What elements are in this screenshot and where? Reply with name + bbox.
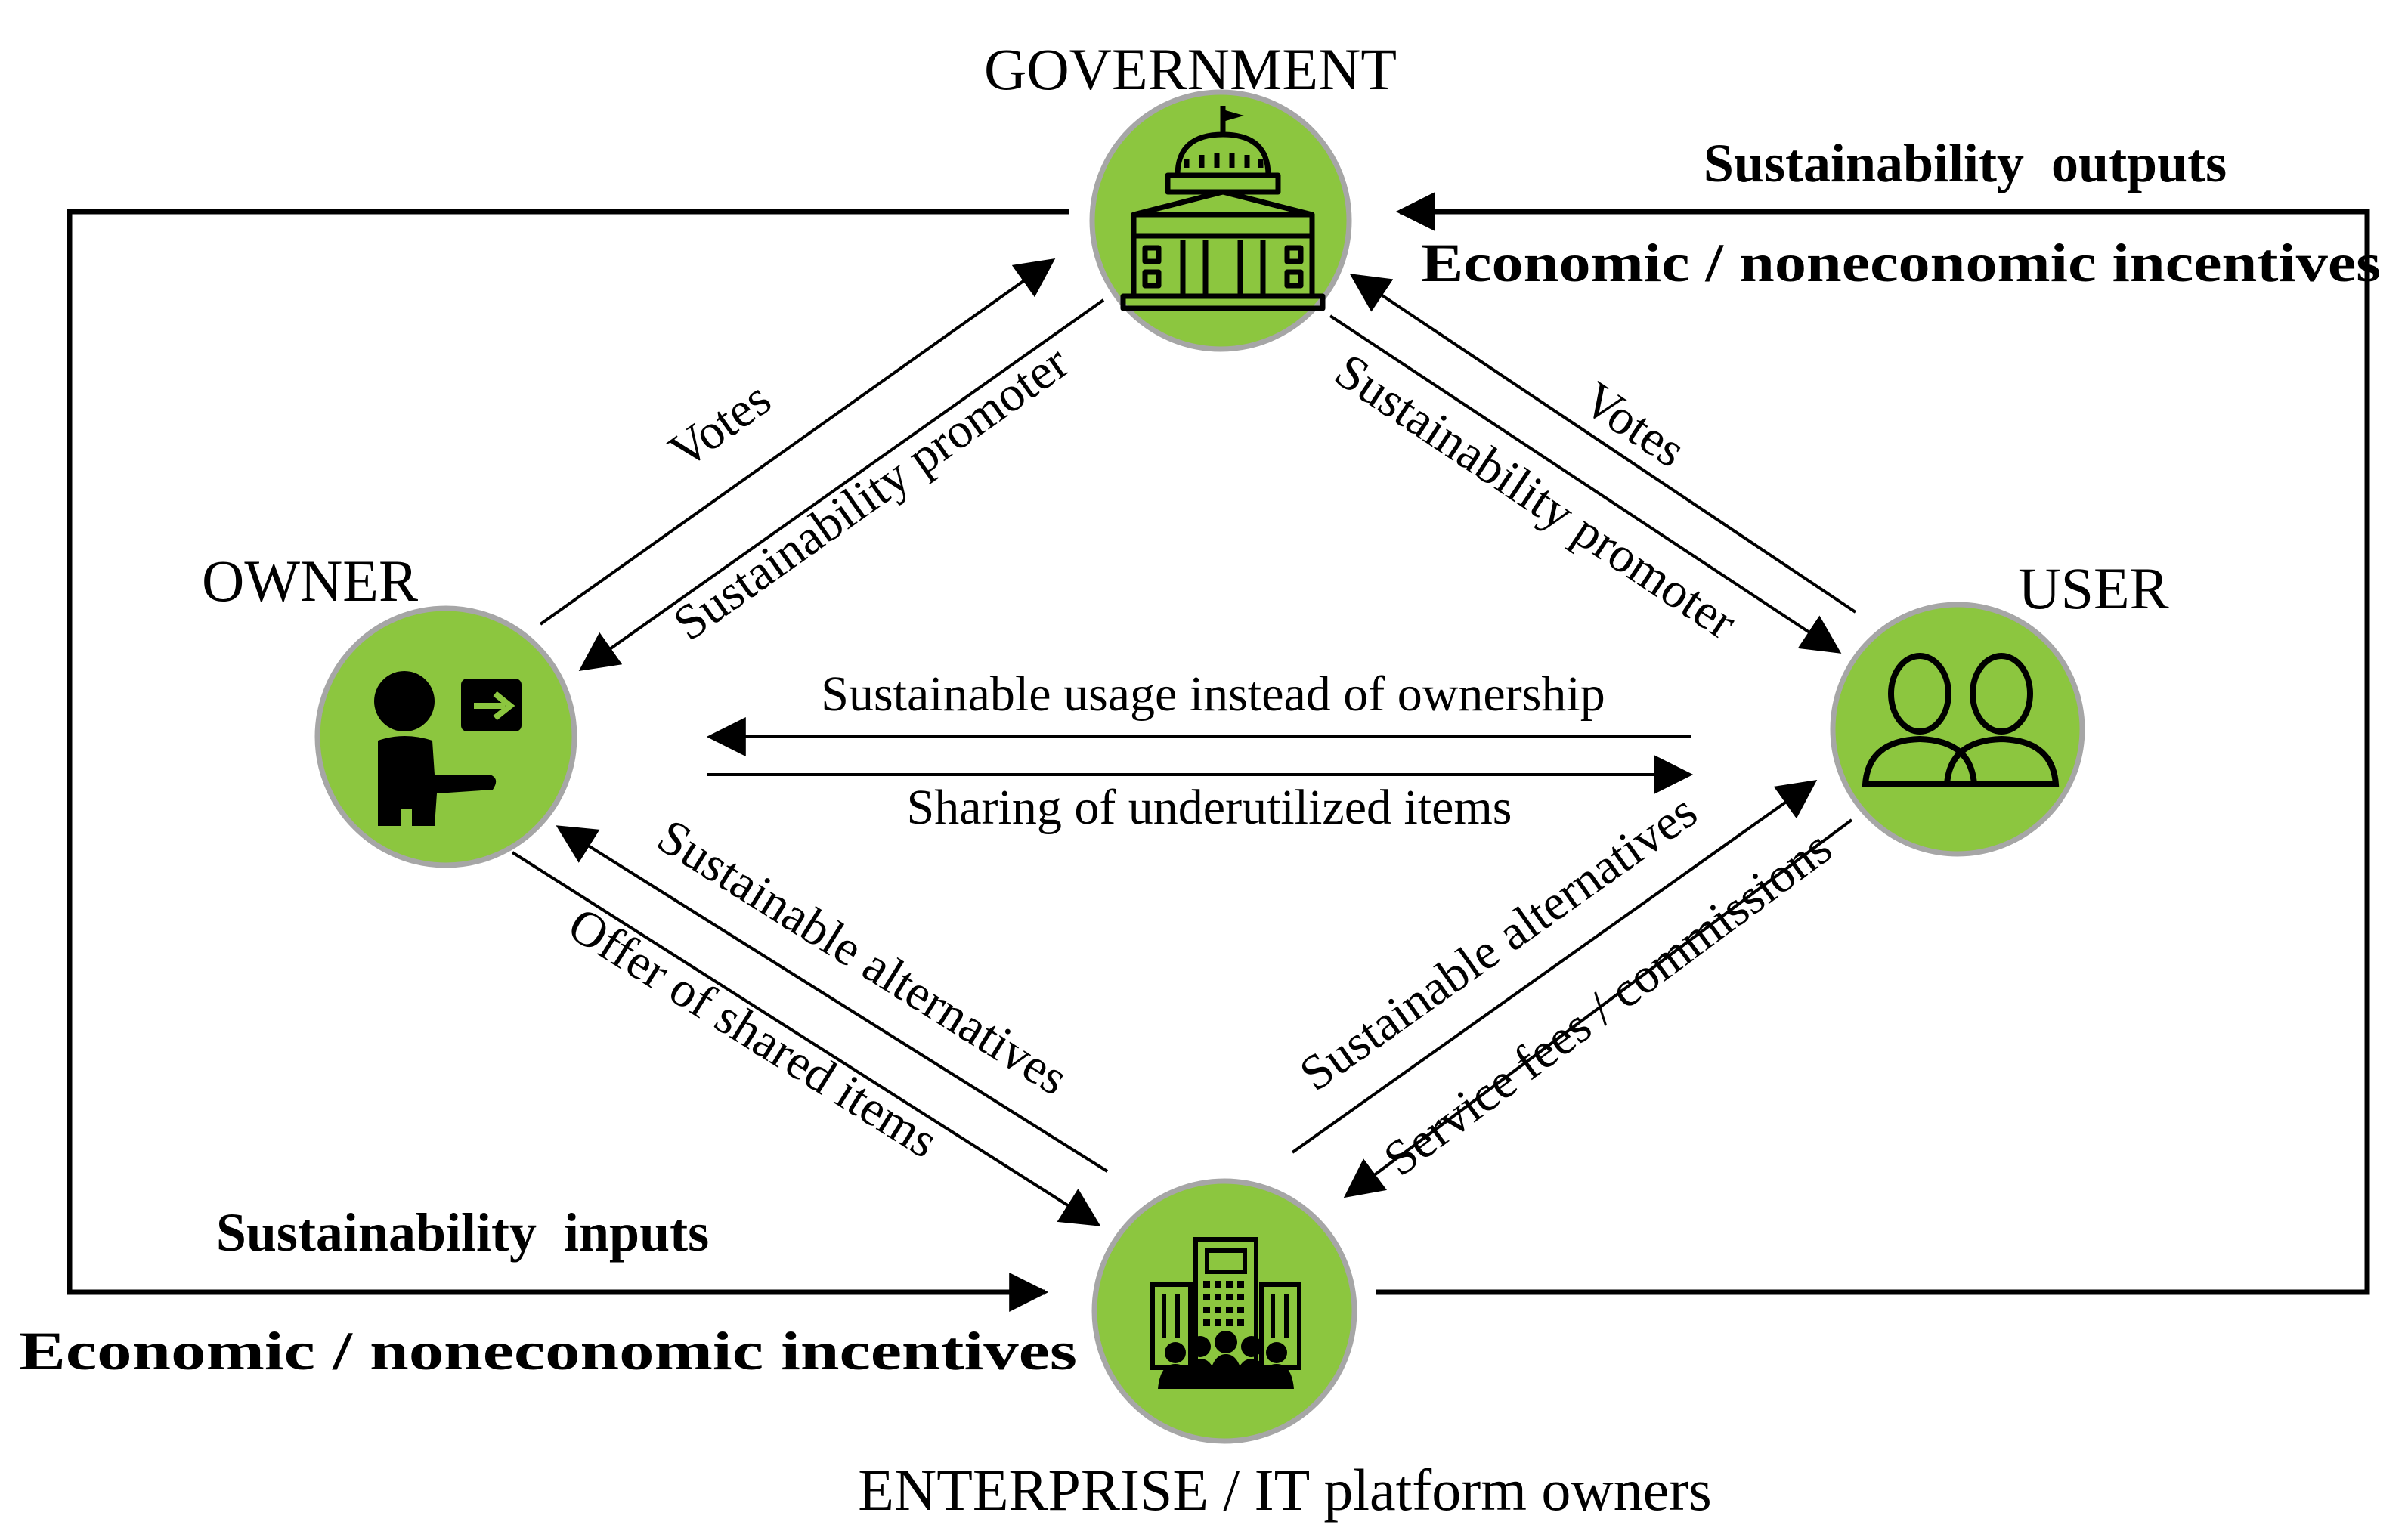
inputs-title: Sustainability inputs (216, 1202, 709, 1263)
outputs-title: Sustainability outputs (1704, 133, 2227, 193)
arrow-enterprise-to-user (1291, 779, 1818, 1154)
government-building-icon (1120, 106, 1326, 311)
arrow-user-to-government (1349, 274, 1857, 614)
label-votes-owner-government: Votes (659, 371, 781, 480)
arrow-owner-to-government (539, 258, 1056, 626)
government-title: GOVERNMENT (984, 36, 1397, 102)
label-sharing-owner-user: Sharing of underutilized items (907, 780, 1512, 835)
enterprise-people (1158, 1331, 1294, 1389)
outputs-loop-line (1376, 192, 2370, 1295)
owner-node (314, 605, 577, 868)
user-title: USER (2018, 555, 2168, 621)
outer-loop (67, 192, 2370, 1312)
owner-presenter-icon (374, 671, 522, 826)
users-group-icon (1862, 653, 2060, 787)
arrow-user-to-enterprise (1343, 818, 1853, 1198)
arrow-owner-to-enterprise (511, 851, 1101, 1226)
inner-arrows (511, 258, 1857, 1226)
arrow-government-to-owner (578, 298, 1105, 672)
owner-title: OWNER (202, 548, 418, 614)
outputs-subtitle: Economic / noneconomic incentives (1421, 233, 2381, 293)
label-alternatives-enterprise-owner: Sustainable alternatives (648, 809, 1077, 1106)
arrow-enterprise-to-owner (556, 825, 1109, 1173)
government-node (1089, 89, 1352, 352)
label-usage-user-owner: Sustainable usage instead of ownership (821, 666, 1605, 722)
arrow-government-to-user (1329, 314, 1842, 654)
inputs-subtitle: Economic / noneconomic incentives (19, 1321, 1077, 1381)
inputs-loop-line (67, 209, 1069, 1312)
enterprise-title: ENTERPRISE / IT platform owners (858, 1457, 1711, 1523)
user-node (1830, 602, 2085, 857)
enterprise-node (1091, 1178, 1357, 1444)
